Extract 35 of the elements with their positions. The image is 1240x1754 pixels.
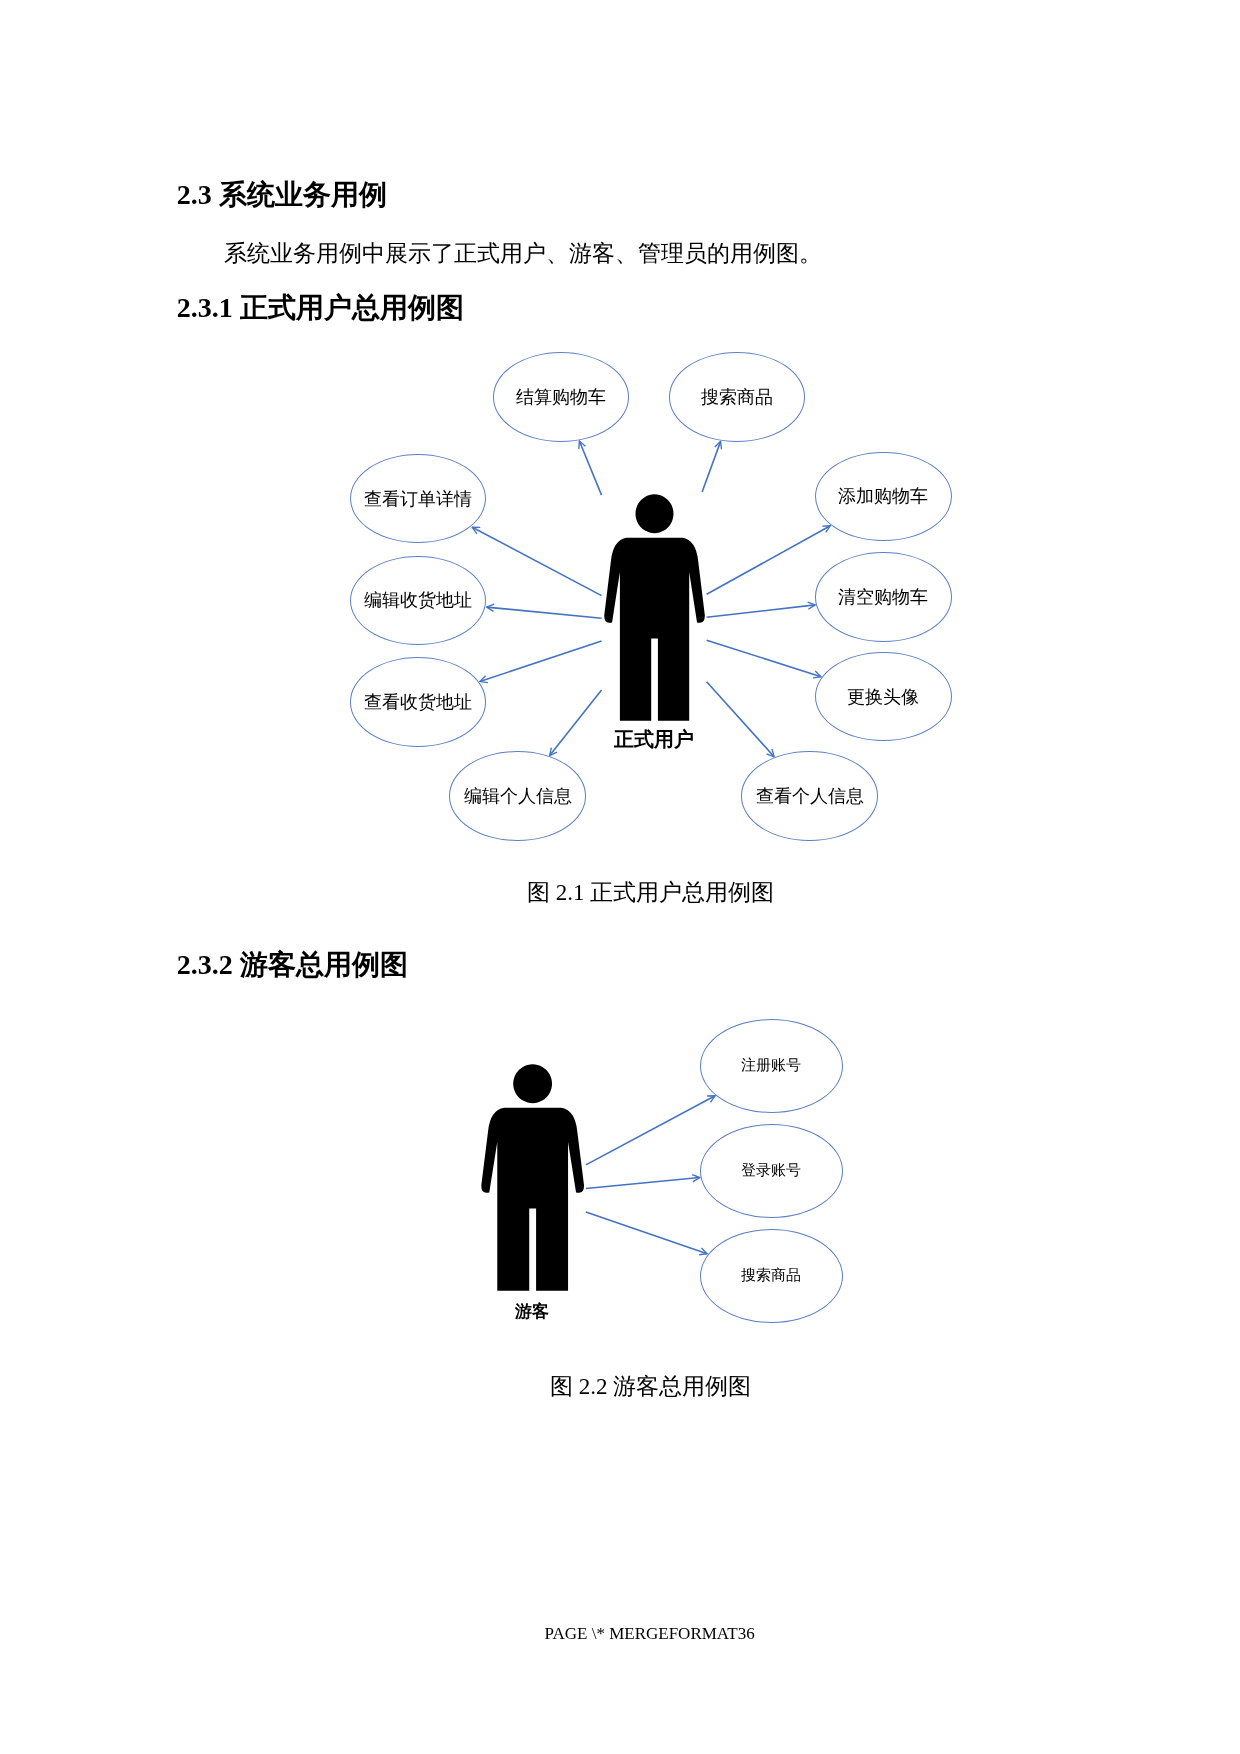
use-case-ellipse: 搜索商品 <box>699 1228 844 1323</box>
use-case-ellipse: 更换头像 <box>815 651 952 742</box>
use-case-ellipse: 查看收货地址 <box>349 657 487 747</box>
use-case-ellipse: 搜索商品 <box>668 352 806 442</box>
arrow <box>471 526 603 597</box>
actor-label: 游客 <box>515 1299 550 1323</box>
arrow <box>585 1174 701 1190</box>
use-case-ellipse: 编辑个人信息 <box>449 751 586 841</box>
use-case-ellipse: 结算购物车 <box>493 352 630 442</box>
figure-caption: 图 2.1 正式用户总用例图 <box>527 879 775 908</box>
section-heading: 2.3.2 游客总用例图 <box>176 948 408 983</box>
figure-caption: 图 2.2 游客总用例图 <box>550 1373 752 1402</box>
arrow <box>585 1094 716 1166</box>
use-case-ellipse: 注册账号 <box>699 1018 844 1113</box>
page-footer: PAGE \* MERGEFORMAT36 <box>544 1623 755 1644</box>
use-case-ellipse: 查看个人信息 <box>741 751 878 841</box>
arrow <box>705 680 775 758</box>
use-case-ellipse: 编辑收货地址 <box>349 555 487 646</box>
arrow <box>705 525 832 596</box>
use-case-ellipse: 查看订单详情 <box>349 453 487 544</box>
arrow <box>705 639 822 679</box>
arrow <box>578 440 603 496</box>
use-case-ellipse: 登录账号 <box>699 1123 844 1218</box>
arrow <box>585 1211 708 1256</box>
paragraph: 系统业务用例中展示了正式用户、游客、管理员的用例图。 <box>223 239 822 268</box>
actor-label: 正式用户 <box>614 725 695 753</box>
arrow <box>548 689 603 757</box>
arrow <box>485 603 603 620</box>
section-heading: 2.3.1 正式用户总用例图 <box>176 291 464 325</box>
arrow <box>479 640 603 684</box>
use-case-ellipse: 添加购物车 <box>815 451 952 542</box>
use-case-ellipse: 清空购物车 <box>815 552 952 642</box>
arrow <box>701 440 723 493</box>
arrow <box>705 601 816 619</box>
section-heading: 2.3 系统业务用例 <box>176 178 387 213</box>
